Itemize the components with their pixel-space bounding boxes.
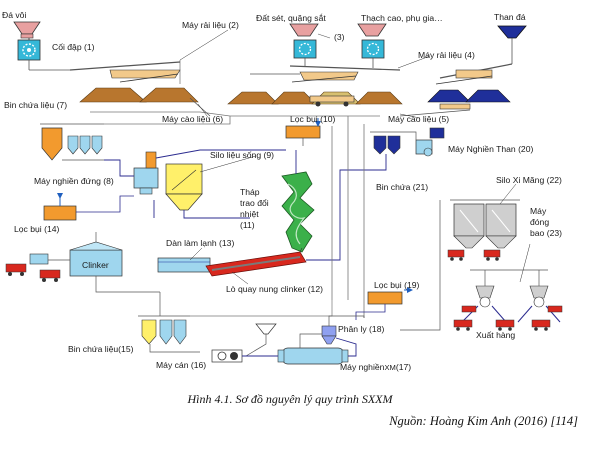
stacker-3-icon [250, 65, 401, 83]
truck-icon [531, 319, 551, 331]
label-filter-10: Lọc bụi (10) [290, 114, 336, 124]
reclaimer-5-icon [309, 95, 355, 107]
label-clay-iron: Đất sét, quặng sắt [256, 13, 326, 23]
figure-source: Nguồn: Hoàng Kim Anh (2016) [114] [389, 414, 578, 428]
label-packer-line-2: đóng [530, 217, 549, 227]
label-cement-silo-22: Silo Xi Măng (22) [496, 175, 562, 185]
label-raw-silo-9: Silo liệu sống (9) [210, 150, 274, 160]
truck-icon [483, 249, 501, 261]
label-clinker: Clinker [82, 260, 109, 270]
small-tank [29, 253, 49, 265]
separator-18 [321, 325, 337, 345]
coal-mill-20 [415, 127, 445, 157]
raw-material-bin-7 [40, 123, 104, 161]
label-kiln-12: Lò quay nung clinker (12) [226, 284, 323, 294]
label-bin-15: Bin chứa liệu(15) [68, 344, 134, 354]
coal-bins-21 [370, 131, 404, 155]
truck-icon [495, 319, 515, 331]
roller-press-16 [211, 349, 243, 363]
limestone-stockpiles [79, 87, 199, 103]
leader-lines [179, 29, 531, 285]
label-crusher: Cối đập (1) [52, 42, 95, 52]
label-preheater-line-2: trao đổi [240, 198, 269, 208]
coal-stockpiles [427, 89, 511, 103]
label-filter-19: Lọc bụi (19) [374, 280, 420, 290]
truck-icon [547, 305, 563, 313]
clay-hopper [289, 23, 319, 59]
figure-caption: Hình 4.1. Sơ đồ nguyên lý quy trình SXXM [187, 392, 393, 406]
rotary-kiln-12 [205, 251, 307, 277]
label-packer-line-3: bao (23) [530, 228, 562, 238]
truck-icon [461, 305, 477, 313]
label-preheater-line-1: Tháp [240, 187, 260, 197]
label-packer-line-1: Máy [530, 206, 547, 216]
label-cement-mill-sub: XM [384, 363, 395, 372]
truck-icon [453, 319, 473, 331]
label-cement-mill-text: Máy nghiền [340, 362, 385, 372]
cement-bins-15 [138, 315, 190, 345]
label-coal-mill-20: Máy Nghiền Than (20) [448, 144, 533, 154]
label-gypsum: Thạch cao, phụ gia… [361, 13, 443, 23]
clinker-cooler-13 [157, 257, 211, 273]
truck-icon [447, 249, 465, 261]
vertical-raw-mill-8 [133, 151, 159, 195]
label-filter-14: Lọc bụi (14) [14, 224, 60, 234]
label-bin-7: Bin chứa liệu (7) [4, 100, 67, 110]
press-feed-hopper [255, 323, 277, 335]
truck-icon [5, 263, 27, 276]
crusher-icon [17, 39, 41, 61]
label-cement-mill: Máy nghiềnXM(17) [340, 362, 411, 372]
cement-mill-17 [277, 347, 349, 365]
coal-reclaimer-icon [399, 103, 471, 117]
label-dispatch: Xuất hàng [476, 330, 515, 340]
dust-filter-19 [367, 287, 413, 305]
preheater-tower-11 [281, 150, 315, 253]
label-roller-press-16: Máy cán (16) [156, 360, 206, 370]
raw-meal-silo-9 [165, 163, 203, 211]
stacker-2-icon [69, 60, 181, 84]
label-raw-mill-8: Máy nghiền đứng (8) [34, 176, 114, 186]
label-reclaimer-5: Máy cào liệu (5) [388, 114, 449, 124]
label-preheater-line-4: (11) [240, 220, 255, 230]
gypsum-hopper [357, 23, 387, 59]
cement-silos-22 [453, 203, 517, 249]
clinker-silo [69, 241, 123, 277]
label-preheater-line-3: nhiệt [240, 209, 259, 219]
label-coal-bin-21: Bin chứa (21) [376, 182, 428, 192]
label-cooler-13: Dàn làm lạnh (13) [166, 238, 234, 248]
label-limestone: Đá vôi [2, 10, 26, 20]
label-separator-18: Phân ly (18) [338, 324, 384, 334]
truck-icon [39, 269, 61, 282]
stacker-4-icon [435, 63, 513, 85]
label-cement-mill-num: (17) [396, 362, 411, 372]
dust-filter-14 [43, 193, 134, 221]
coal-hopper [497, 25, 527, 64]
limestone-hopper [13, 21, 41, 39]
label-coal: Than đá [494, 12, 526, 22]
label-stacker-2: Máy rải liệu (2) [182, 20, 239, 30]
dust-filter-10 [285, 118, 321, 146]
label-stacker-4: Máy rải liệu (4) [418, 50, 475, 60]
label-reclaimer-6: Máy cào liệu (6) [162, 114, 223, 124]
packing-machine-23 [461, 269, 561, 323]
label-num-3: (3) [334, 32, 345, 42]
